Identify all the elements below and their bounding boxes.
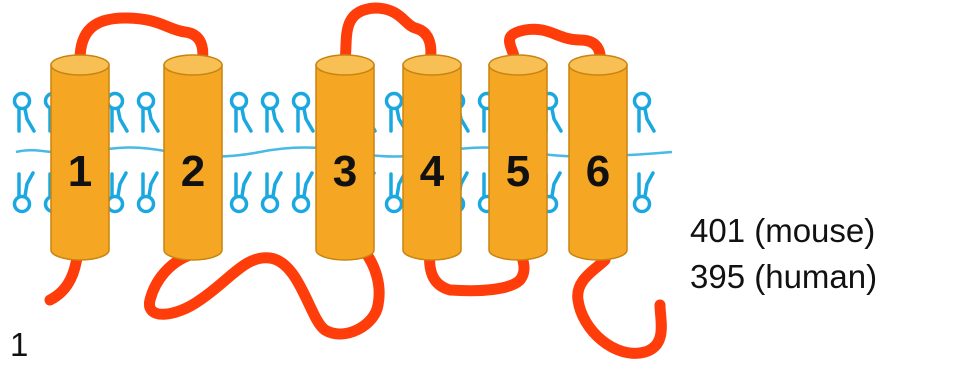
c-terminal-tail bbox=[578, 260, 662, 353]
phospholipid bbox=[294, 94, 314, 212]
helix-number-label: 4 bbox=[420, 147, 445, 196]
intracellular-loop-1 bbox=[149, 252, 379, 334]
helix-number-label: 3 bbox=[333, 147, 357, 196]
helix-number-label: 2 bbox=[181, 147, 205, 196]
phospholipid bbox=[263, 94, 283, 212]
transmembrane-helices: 1 2 3 4 5 6 bbox=[51, 55, 627, 260]
helix-3: 3 bbox=[316, 55, 374, 260]
helix-number-label: 1 bbox=[68, 147, 92, 196]
helix-number-label: 5 bbox=[506, 147, 530, 196]
extracellular-loop-2 bbox=[345, 8, 431, 62]
c-terminus-human-label: 395 (human) bbox=[690, 258, 877, 296]
helix-2: 2 bbox=[164, 55, 222, 260]
helix-1: 1 bbox=[51, 55, 109, 260]
phospholipid bbox=[108, 94, 128, 212]
phospholipid bbox=[139, 94, 159, 212]
c-terminus-mouse-label: 401 (mouse) bbox=[690, 212, 875, 250]
n-terminus-label: 1 bbox=[10, 326, 28, 364]
phospholipid bbox=[232, 94, 252, 212]
helix-6: 6 bbox=[569, 55, 627, 260]
helix-number-label: 6 bbox=[586, 147, 610, 196]
helix-4: 4 bbox=[403, 55, 461, 260]
helix-5: 5 bbox=[489, 55, 547, 260]
